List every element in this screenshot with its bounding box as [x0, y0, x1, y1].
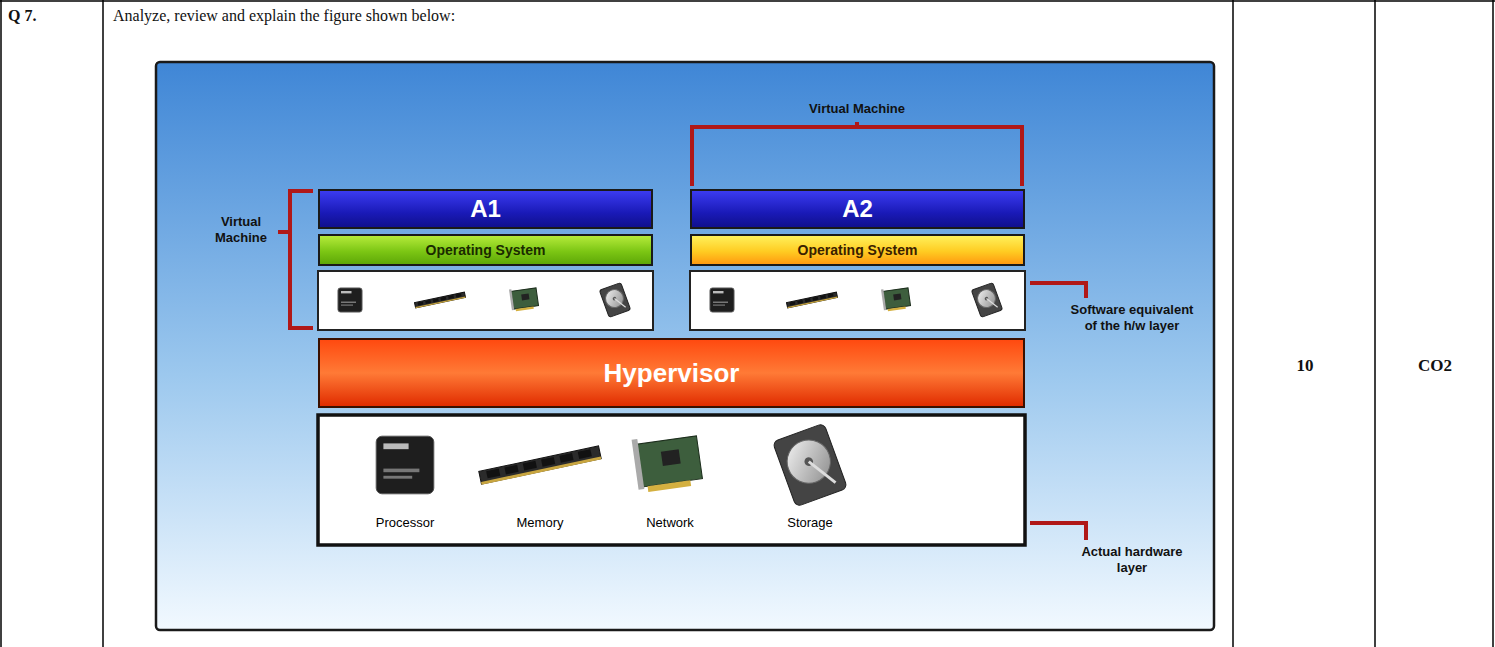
bracket-label: Virtual Machine — [770, 101, 944, 117]
network-icon — [881, 286, 911, 312]
layer-label: Operating System — [798, 242, 918, 258]
marks-cell: 10 — [1240, 355, 1370, 376]
hardware-layer: Processor Memory Network Storage — [318, 415, 1025, 545]
storage-icon — [772, 423, 847, 507]
virtual-hardware-box — [690, 271, 1025, 330]
question-number: Q 7. — [8, 6, 98, 26]
layer-label: A2 — [842, 195, 873, 223]
memory-icon — [414, 292, 465, 308]
layer-label: A1 — [470, 195, 501, 223]
application-box: A2 — [690, 189, 1025, 229]
component-label: Network — [646, 515, 694, 530]
component-label: Processor — [376, 515, 435, 530]
network-icon — [509, 286, 539, 312]
virtual-hardware-box — [318, 271, 653, 330]
application-box: A1 — [318, 189, 653, 229]
network-icon — [632, 431, 704, 493]
processor-icon — [338, 288, 362, 312]
os-box: Operating System — [690, 234, 1025, 266]
memory-icon — [786, 292, 837, 308]
component-label: Storage — [787, 515, 833, 530]
memory-icon — [479, 446, 602, 485]
os-box: Operating System — [318, 234, 653, 266]
component-label: Memory — [517, 515, 564, 530]
processor-icon — [376, 436, 434, 494]
bracket-label: Actual hardware layer — [1066, 544, 1198, 577]
layer-label: Operating System — [426, 242, 546, 258]
figure-panel — [156, 62, 1214, 630]
bracket-label: Virtual Machine — [200, 214, 282, 247]
hypervisor-layer: Hypervisor — [318, 338, 1025, 408]
layer-label: Hypervisor — [604, 358, 740, 389]
processor-icon — [710, 288, 734, 312]
storage-icon — [599, 283, 630, 318]
hardware-box — [318, 415, 1025, 545]
storage-icon — [971, 283, 1002, 318]
question-text: Analyze, review and explain the figure s… — [113, 6, 1223, 26]
course-outcome-cell: CO2 — [1380, 355, 1490, 376]
bracket-label: Software equivalent of the h/w layer — [1066, 302, 1198, 335]
